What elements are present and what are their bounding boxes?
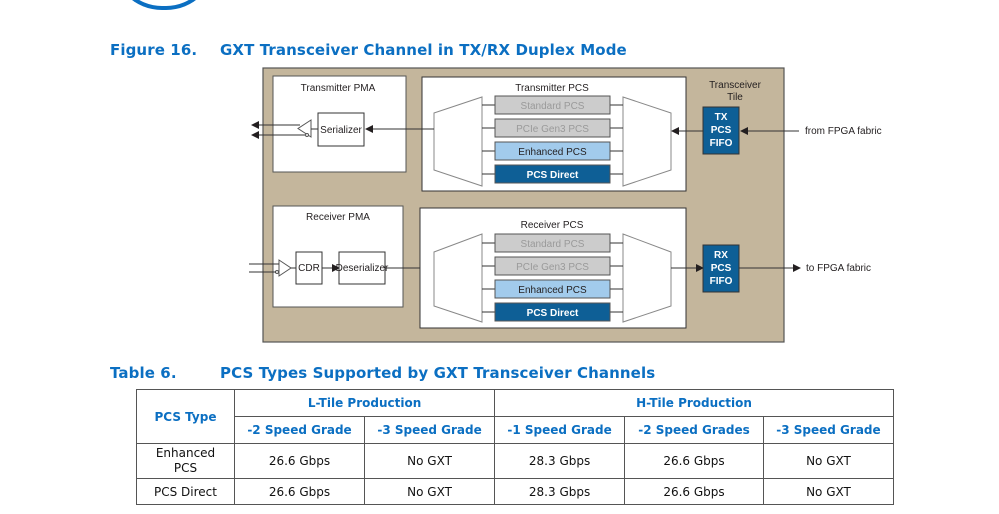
deserializer-block: [338, 251, 386, 285]
tx-pcs-option-label: PCIe Gen3 PCS: [516, 124, 589, 135]
column-header: -3 Speed Grade: [364, 416, 496, 444]
rx-fifo-line2: PCS: [711, 263, 732, 274]
rx-pcs-option-block: [494, 302, 611, 322]
from-fpga-fabric-label: from FPGA fabric: [805, 126, 882, 137]
rx-fifo-line1: RX: [714, 250, 728, 261]
column-header: -1 Speed Grade: [494, 416, 626, 444]
tx-fifo-line3: FIFO: [710, 138, 733, 149]
pcs-type-cell: PCS Direct: [136, 478, 235, 505]
pcs-type-cell: Enhanced PCS: [136, 443, 235, 479]
pcs-type-line2: PCS: [173, 461, 198, 475]
table-cell: No GXT: [762, 443, 895, 479]
column-header: -2 Speed Grades: [624, 416, 764, 444]
h-tile-group-header: H-Tile Production: [494, 389, 894, 417]
table-cell: 26.6 Gbps: [233, 443, 366, 479]
tx-pcs-fifo: [702, 106, 740, 155]
rx-buffer-icon: [278, 259, 292, 277]
tx-pcs-option-block: [494, 141, 611, 161]
receiver-pma-label: Receiver PMA: [306, 212, 370, 223]
rx-fifo-line3: FIFO: [710, 276, 733, 287]
tx-pcs-option-label: Standard PCS: [521, 101, 585, 112]
rx-pcs-option-label: Enhanced PCS: [518, 285, 587, 296]
rx-pcs-option-block: [494, 279, 611, 299]
rx-pcs-fifo: [702, 244, 740, 293]
l-tile-group-header: L-Tile Production: [233, 389, 496, 417]
tile-label-1: Transceiver: [709, 80, 762, 91]
table-cell: 26.6 Gbps: [624, 478, 764, 505]
table-cell: 28.3 Gbps: [494, 443, 626, 479]
figure-number: Figure 16.: [110, 41, 198, 59]
tx-fifo-line1: TX: [715, 112, 728, 123]
table-header-row-groups: PCS Type L-Tile Production H-Tile Produc…: [136, 389, 894, 444]
tile-label-2: Tile: [727, 92, 743, 103]
pcs-type-line1: Enhanced: [155, 446, 216, 460]
rx-pcs-option-block: [494, 256, 611, 276]
tx-pcs-option-block: [494, 118, 611, 138]
transmitter-pcs-label: Transmitter PCS: [515, 83, 589, 94]
rx-mux: [622, 233, 672, 323]
table-cell: No GXT: [364, 478, 496, 505]
column-header: -3 Speed Grade: [762, 416, 895, 444]
rx-demux: [433, 233, 483, 323]
figure-title: GXT Transceiver Channel in TX/RX Duplex …: [220, 41, 627, 59]
tx-pcs-option-block: [494, 95, 611, 115]
rx-pcs-option-label: Standard PCS: [521, 239, 585, 250]
tx-mux: [622, 96, 672, 187]
cdr-block: [295, 251, 323, 285]
pcs-types-table: PCS Type L-Tile Production H-Tile Produc…: [136, 389, 895, 505]
column-header: -2 Speed Grade: [233, 416, 366, 444]
cdr-label: CDR: [298, 263, 320, 274]
rx-pcs-option-label: PCIe Gen3 PCS: [516, 262, 589, 273]
tx-pcs-option-block: [494, 164, 611, 184]
tx-fifo-line2: PCS: [711, 125, 732, 136]
serializer-block: [317, 112, 365, 147]
tx-pcs-option-label: Enhanced PCS: [518, 147, 587, 158]
table-cell: No GXT: [762, 478, 895, 505]
table-cell: 26.6 Gbps: [624, 443, 764, 479]
table-header-row-columns: -2 Speed Grade -3 Speed Grade -1 Speed G…: [137, 416, 895, 444]
deserializer-label: Deserializer: [336, 263, 389, 274]
table-cell: 28.3 Gbps: [494, 478, 626, 505]
receiver-pcs-label: Receiver PCS: [521, 220, 584, 231]
table-number: Table 6.: [110, 364, 177, 382]
tx-demux: [433, 96, 483, 187]
table-row: Enhanced PCS 26.6 Gbps No GXT 28.3 Gbps …: [136, 443, 895, 479]
serializer-label: Serializer: [320, 125, 362, 136]
transmitter-pma-label: Transmitter PMA: [301, 83, 376, 94]
table-cell: No GXT: [364, 443, 496, 479]
to-fpga-fabric-label: to FPGA fabric: [806, 263, 871, 274]
transceiver-diagram: Transceiver Tile Transmitter PMA Seriali…: [249, 67, 882, 343]
table-row: PCS Direct 26.6 Gbps No GXT 28.3 Gbps 26…: [136, 478, 895, 505]
rx-pcs-option-label: PCS Direct: [527, 308, 579, 319]
rx-pcs-option-block: [494, 233, 611, 253]
table-cell: 26.6 Gbps: [233, 478, 366, 505]
table-title: PCS Types Supported by GXT Transceiver C…: [220, 364, 656, 382]
tx-pcs-option-label: PCS Direct: [527, 170, 579, 181]
pcs-type-header: PCS Type: [136, 389, 235, 444]
